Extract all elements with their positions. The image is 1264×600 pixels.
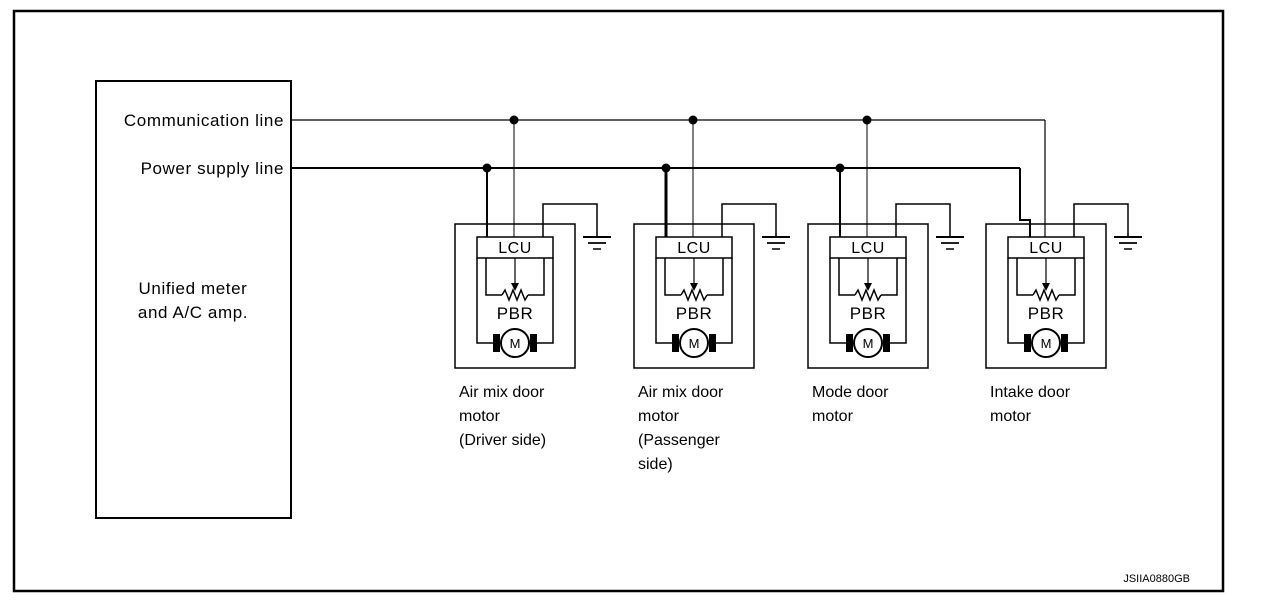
motor-label: M <box>1041 336 1052 351</box>
pbr-wire-left <box>838 258 855 296</box>
pbr-wire-right <box>707 258 724 296</box>
controller-label-line1: Unified meter <box>139 279 248 298</box>
motor-wire-right <box>716 258 733 344</box>
resistor-icon <box>1032 287 1060 303</box>
pbr-label: PBR <box>850 304 886 323</box>
pbr-label: PBR <box>676 304 712 323</box>
lcu-label: LCU <box>498 240 532 257</box>
caption-line: Intake door <box>990 384 1071 401</box>
ground-wire <box>1073 203 1129 237</box>
motor-caption-air-mix-driver: Air mix door motor (Driver side) <box>459 384 546 449</box>
caption-line: (Driver side) <box>459 432 546 449</box>
ground-wire <box>895 203 951 237</box>
comm-junction-dot <box>862 115 872 125</box>
resistor-icon <box>501 287 529 303</box>
caption-line: Air mix door <box>459 384 545 401</box>
ground-icon <box>762 236 790 250</box>
caption-line: motor <box>638 408 680 425</box>
motor-module-air-mix-driver: LCU PBR M <box>454 115 611 369</box>
pbr-label: PBR <box>497 304 533 323</box>
controller-label-line2: and A/C amp. <box>138 303 248 322</box>
ground-icon <box>936 236 964 250</box>
communication-line-label: Communication line <box>124 111 284 130</box>
power-drop-wire <box>1019 168 1031 237</box>
pbr-wire-left <box>1016 258 1033 296</box>
motor-enclosure <box>807 223 929 369</box>
ground-wire <box>721 203 777 237</box>
motor-enclosure <box>454 223 576 369</box>
pbr-label: PBR <box>1028 304 1064 323</box>
motor-module-intake: LCU PBR M <box>985 120 1142 369</box>
motor-label: M <box>510 336 521 351</box>
resistor-icon <box>854 287 882 303</box>
power-junction-dot <box>661 163 671 173</box>
motor-label: M <box>689 336 700 351</box>
motor-module-mode: LCU PBR M <box>807 115 964 369</box>
lcu-label: LCU <box>851 240 885 257</box>
resistor-icon <box>680 287 708 303</box>
motor-icon: M <box>1024 328 1068 358</box>
caption-line: motor <box>990 408 1032 425</box>
motor-wire-left <box>829 258 846 344</box>
motor-wire-right <box>1068 258 1085 344</box>
ground-icon <box>583 236 611 250</box>
power-junction-dot <box>835 163 845 173</box>
lcu-label: LCU <box>1029 240 1063 257</box>
motor-icon: M <box>846 328 890 358</box>
caption-line: motor <box>812 408 854 425</box>
caption-line: Mode door <box>812 384 889 401</box>
pbr-wire-left <box>664 258 681 296</box>
caption-line: (Passenger <box>638 432 720 449</box>
motor-wire-left <box>1007 258 1024 344</box>
pbr-wire-right <box>881 258 898 296</box>
motor-icon: M <box>672 328 716 358</box>
wiper-arrow-icon <box>690 283 698 291</box>
power-junction-dot <box>482 163 492 173</box>
motor-wire-left <box>476 258 493 344</box>
caption-line: motor <box>459 408 501 425</box>
pbr-wire-right <box>528 258 545 296</box>
motor-caption-mode: Mode door motor <box>812 384 889 425</box>
comm-junction-dot <box>688 115 698 125</box>
ground-icon <box>1114 236 1142 250</box>
lcu-label: LCU <box>677 240 711 257</box>
motor-caption-air-mix-passenger: Air mix door motor (Passenger side) <box>638 384 724 473</box>
wiper-arrow-icon <box>864 283 872 291</box>
comm-junction-dot <box>509 115 519 125</box>
motor-wire-left <box>655 258 672 344</box>
controller-box <box>95 80 292 519</box>
pbr-wire-right <box>1059 258 1076 296</box>
power-supply-line-label: Power supply line <box>141 159 284 178</box>
motor-icon: M <box>493 328 537 358</box>
ground-wire <box>542 203 598 237</box>
wiper-arrow-icon <box>511 283 519 291</box>
motor-wire-right <box>537 258 554 344</box>
caption-line: Air mix door <box>638 384 724 401</box>
pbr-wire-left <box>485 258 502 296</box>
motor-wire-right <box>890 258 907 344</box>
motor-module-air-mix-passenger: LCU PBR M <box>633 115 790 369</box>
wiper-arrow-icon <box>1042 283 1050 291</box>
motor-enclosure <box>633 223 755 369</box>
motor-caption-intake: Intake door motor <box>990 384 1071 425</box>
motor-label: M <box>863 336 874 351</box>
caption-line: side) <box>638 456 673 473</box>
motor-enclosure <box>985 223 1107 369</box>
reference-code: JSIIA0880GB <box>1123 573 1190 585</box>
outer-frame <box>12 9 1225 593</box>
